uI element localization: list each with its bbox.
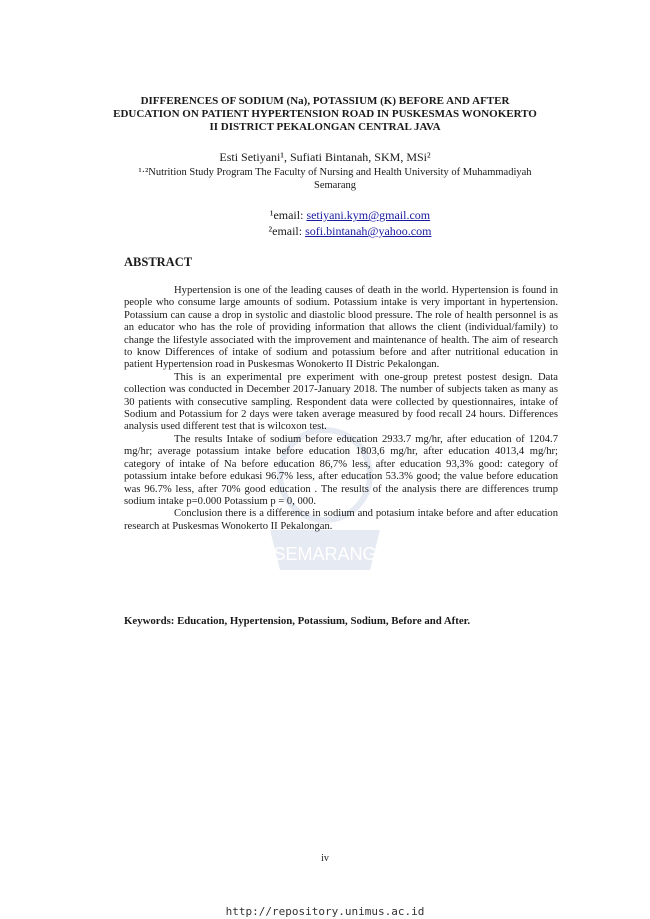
abstract-paragraph-3: The results Intake of sodium before educ… [124, 433, 558, 507]
email-prefix-2: ²email: [268, 224, 306, 238]
email-link-2[interactable]: sofi.bintanah@yahoo.com [305, 224, 432, 238]
email-prefix-1: ¹email: [269, 208, 307, 222]
university-logo-watermark: SEMARANG [270, 427, 380, 570]
email-link-1[interactable]: setiyani.kym@gmail.com [306, 208, 431, 222]
abstract-paragraph-4: Conclusion there is a difference in sodi… [124, 508, 558, 532]
watermark-text: SEMARANG [273, 544, 376, 564]
abstract-body: Hypertension is one of the leading cause… [124, 285, 558, 533]
author-list: Esti Setiyani¹, Sufiati Bintanah, SKM, M… [219, 150, 431, 164]
paper-title: DIFFERENCES OF SODIUM (Na), POTASSIUM (K… [113, 95, 537, 133]
affiliation: ¹·²Nutrition Study Program The Faculty o… [138, 167, 532, 191]
abstract-paragraph-2: This is an experimental pre experiment w… [124, 371, 558, 433]
email-line-1: ¹email: setiyani.kym@gmail.com [150, 208, 550, 223]
abstract-paragraph-1: Hypertension is one of the leading cause… [124, 285, 558, 371]
keywords: Keywords: Education, Hypertension, Potas… [124, 615, 471, 627]
page-number: iv [321, 853, 329, 864]
repository-url[interactable]: http://repository.unimus.ac.id [225, 905, 425, 918]
abstract-heading: ABSTRACT [124, 255, 193, 269]
email-line-2: ²email: sofi.bintanah@yahoo.com [150, 224, 550, 239]
